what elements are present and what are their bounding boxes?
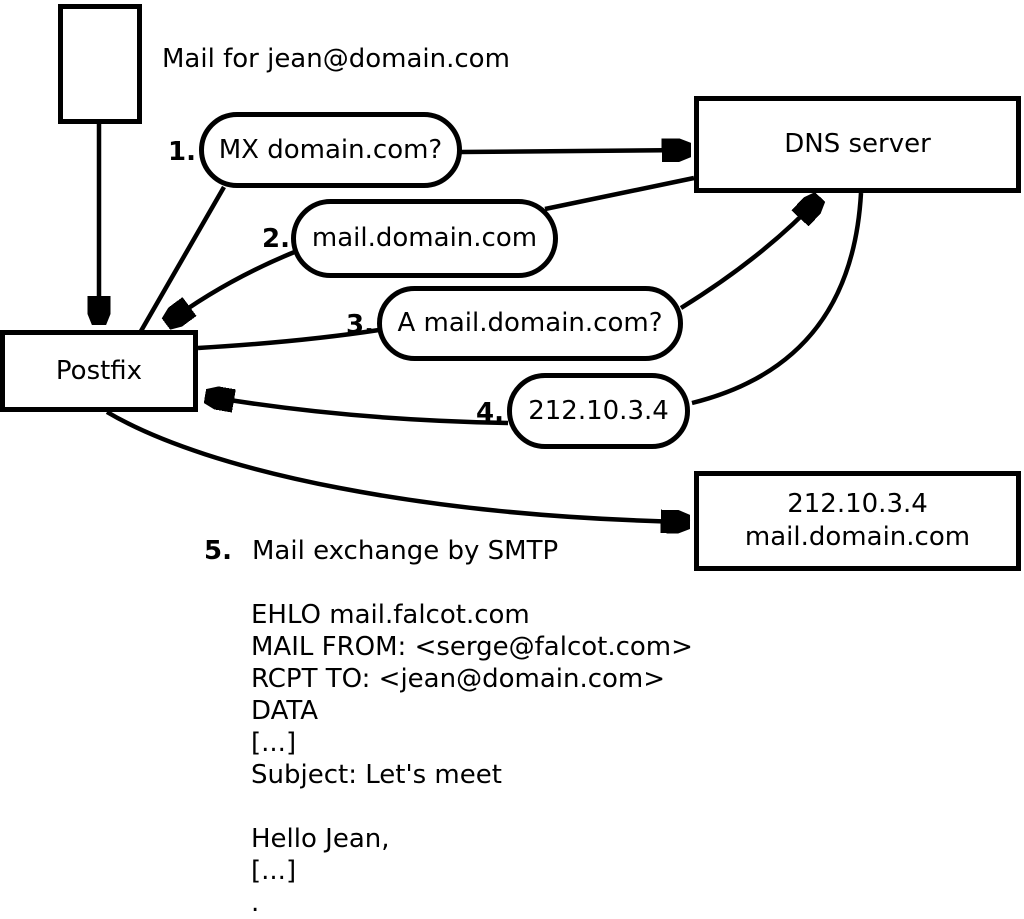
dns-server-label: DNS server bbox=[784, 129, 931, 159]
query-pill-3-label: A mail.domain.com? bbox=[397, 308, 663, 338]
line-postfix-to-pill3 bbox=[197, 327, 380, 351]
response-pill-4: 212.10.3.4 bbox=[507, 373, 690, 449]
arrow-pill2-to-postfix bbox=[166, 248, 298, 324]
smtp-line-data: DATA bbox=[251, 696, 318, 726]
mail-server-ip: 212.10.3.4 bbox=[787, 489, 928, 519]
step-number-1: 1. bbox=[168, 137, 196, 167]
arrow-pill1-to-dns bbox=[460, 150, 691, 152]
response-pill-4-label: 212.10.3.4 bbox=[528, 395, 669, 426]
envelope-node bbox=[58, 4, 142, 124]
smtp-line-ellipsis-2: [...] bbox=[251, 856, 297, 886]
arrow-pill4-to-postfix bbox=[205, 396, 509, 426]
step-number-5: 5. bbox=[204, 536, 232, 566]
smtp-line-blank bbox=[251, 791, 693, 823]
postfix-label: Postfix bbox=[55, 355, 143, 386]
step-5-label: Mail exchange by SMTP bbox=[252, 536, 559, 566]
line-dns-to-pill4 bbox=[691, 192, 864, 406]
line-postfix-to-pill1 bbox=[139, 185, 226, 333]
response-pill-2: mail.domain.com bbox=[291, 199, 558, 278]
smtp-line-mail-from: MAIL FROM: <serge@falcot.com> bbox=[251, 632, 693, 662]
mail-server-host: mail.domain.com bbox=[744, 522, 971, 552]
query-pill-1-label: MX domain.com? bbox=[218, 134, 443, 165]
response-pill-2-label: mail.domain.com bbox=[311, 223, 538, 253]
smtp-line-end-dot: . bbox=[251, 888, 260, 918]
smtp-line-ellipsis-1: [...] bbox=[251, 728, 297, 758]
dns-server-box: DNS server bbox=[694, 96, 1021, 193]
query-pill-1: MX domain.com? bbox=[199, 112, 462, 188]
smtp-line-ehlo: EHLO mail.falcot.com bbox=[251, 600, 530, 630]
smtp-line-subject: Subject: Let's meet bbox=[251, 760, 502, 790]
step-number-2: 2. bbox=[262, 224, 290, 254]
postfix-box: Postfix bbox=[0, 330, 198, 412]
smtp-session-transcript: EHLO mail.falcot.com MAIL FROM: <serge@f… bbox=[251, 599, 693, 919]
smtp-line-hello: Hello Jean, bbox=[251, 824, 390, 854]
line-dns-to-pill2 bbox=[544, 175, 695, 212]
step-number-4: 4. bbox=[476, 398, 504, 428]
step-number-3: 3. bbox=[346, 310, 374, 340]
smtp-line-rcpt-to: RCPT TO: <jean@domain.com> bbox=[251, 664, 666, 694]
mail-server-box: 212.10.3.4 mail.domain.com bbox=[694, 471, 1021, 571]
query-pill-3: A mail.domain.com? bbox=[377, 286, 683, 361]
arrow-postfix-to-mailserver bbox=[105, 410, 690, 522]
mail-for-caption: Mail for jean@domain.com bbox=[162, 44, 510, 74]
arrow-pill3-to-dns bbox=[679, 197, 820, 310]
